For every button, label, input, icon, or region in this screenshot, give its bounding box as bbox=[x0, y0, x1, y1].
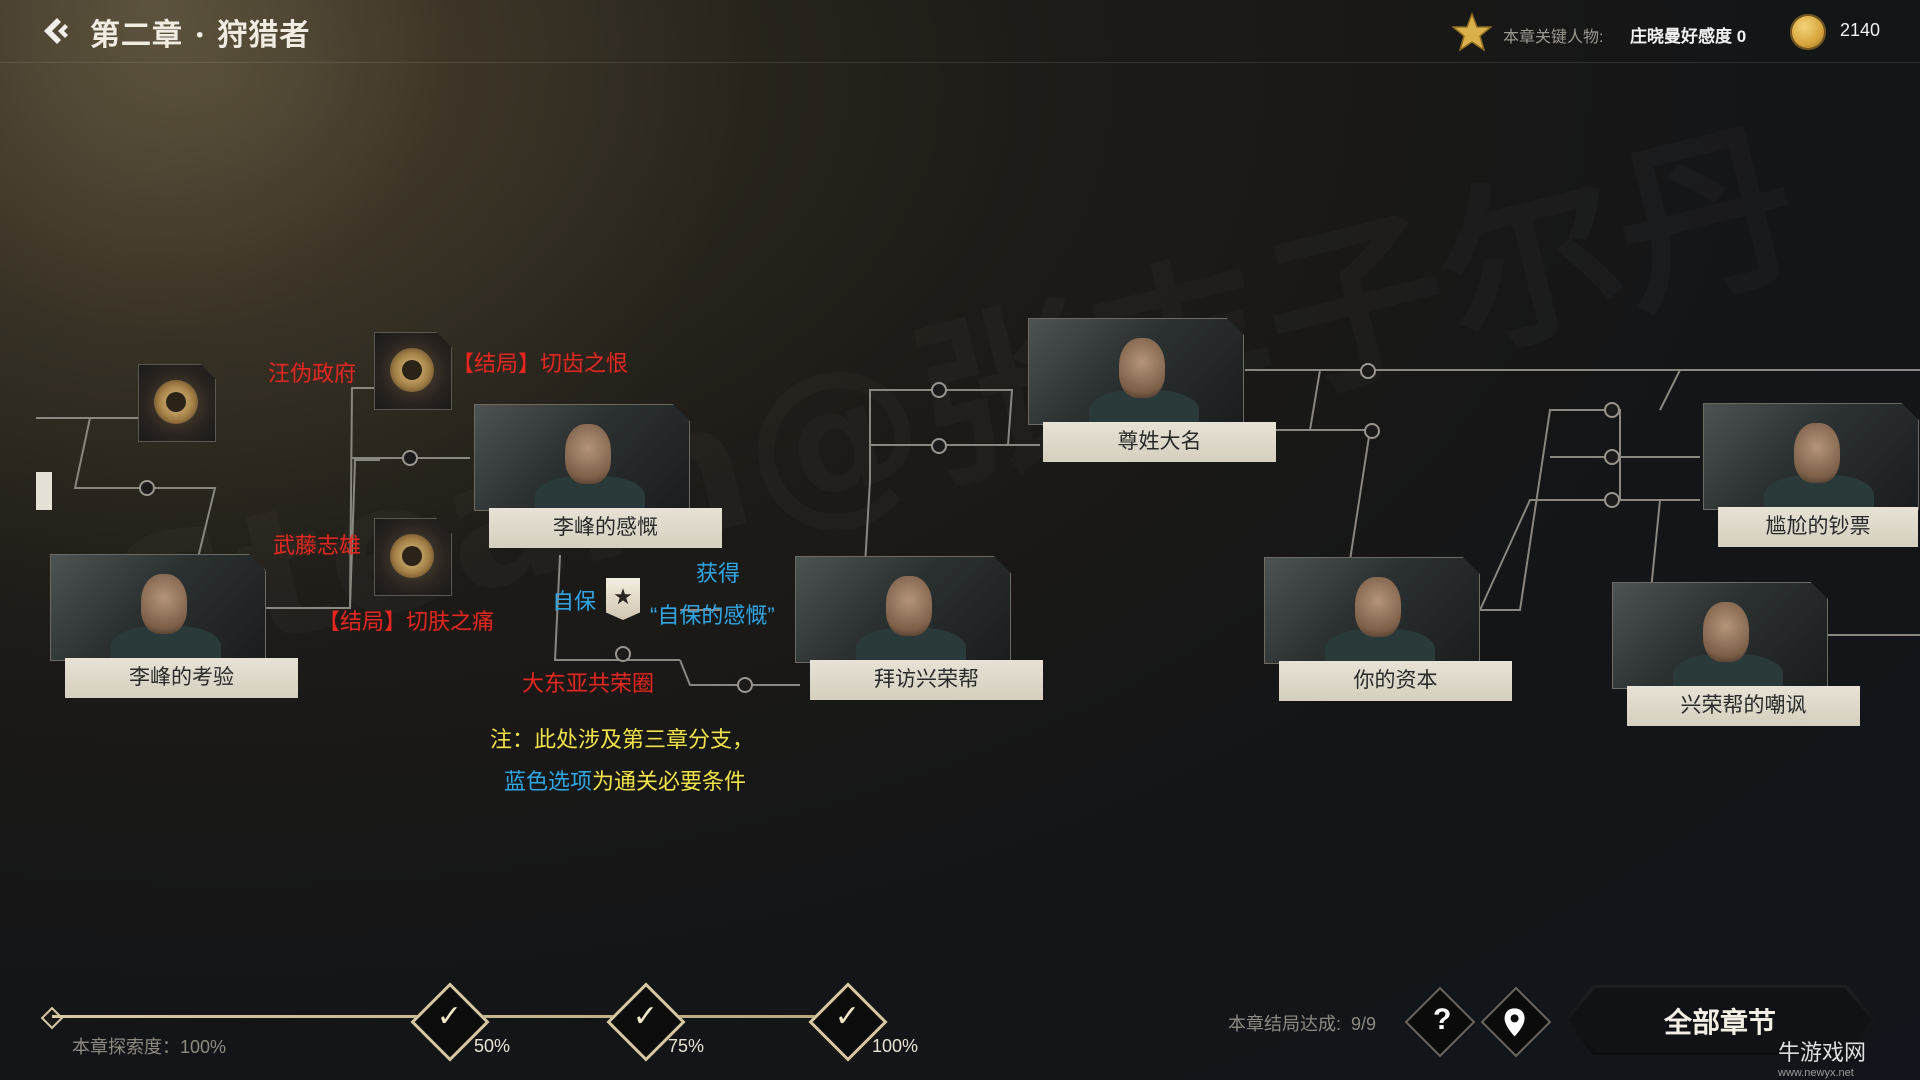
check-icon: ✓ bbox=[436, 999, 462, 1033]
annotation-wuteng: 武藤志雄 bbox=[273, 533, 362, 558]
annotation-ending-1: 【结局】切齿之恨 bbox=[452, 351, 629, 376]
annotation-zibao-ganji: “自保的感慨” bbox=[650, 603, 775, 628]
note-line-1: 注：此处涉及第三章分支， bbox=[490, 727, 755, 752]
site-logo: 牛游戏网 www.newyx.net bbox=[1778, 1035, 1866, 1079]
scene-label: 尴尬的钞票 bbox=[1718, 507, 1918, 547]
scene-label: 兴荣帮的嘲讽 bbox=[1627, 686, 1860, 726]
annotation-dadongya: 大东亚共荣圈 bbox=[522, 671, 655, 696]
scene-label: 你的资本 bbox=[1279, 661, 1512, 701]
star-icon bbox=[1450, 11, 1494, 52]
endings-count: 9/9 bbox=[1351, 1014, 1377, 1034]
coin-count: 2140 bbox=[1840, 20, 1881, 40]
endings-label-text: 本章结局达成: bbox=[1228, 1014, 1342, 1034]
note-line-2: 蓝色选项为通关必要条件 bbox=[504, 764, 746, 796]
site-logo-text: 牛游戏网 bbox=[1778, 1040, 1867, 1065]
all-chapters-button-face bbox=[1568, 988, 1872, 1052]
timeline-start-marker bbox=[36, 472, 52, 510]
annotation-zibao: 自保 bbox=[552, 589, 597, 614]
eagle-emblem-icon bbox=[390, 534, 434, 578]
ending-node-emblem-1[interactable] bbox=[374, 332, 452, 410]
map-pin-icon bbox=[1492, 1001, 1538, 1045]
scene-label: 拜访兴荣帮 bbox=[810, 660, 1043, 700]
back-button[interactable] bbox=[40, 14, 74, 48]
affection-value: 庄晓曼好感度 0 bbox=[1630, 27, 1747, 46]
top-bar bbox=[0, 0, 1920, 63]
note-blue-text: 蓝色选项 bbox=[504, 769, 593, 794]
site-url: www.newyx.net bbox=[1778, 1067, 1854, 1079]
location-button[interactable] bbox=[1480, 986, 1552, 1058]
choice-badge[interactable]: ★ bbox=[606, 578, 640, 620]
milestone-100-label: 100% bbox=[872, 1036, 919, 1056]
scene-thumbnail bbox=[50, 554, 266, 661]
scene-thumbnail bbox=[1612, 582, 1828, 689]
scene-node-ganga[interactable]: 尴尬的钞票 bbox=[1703, 403, 1920, 553]
back-arrow-icon bbox=[44, 18, 68, 44]
key-character-label: 本章关键人物: bbox=[1503, 29, 1604, 46]
check-icon: ✓ bbox=[632, 999, 658, 1033]
scene-label: 李峰的感慨 bbox=[489, 508, 722, 548]
scene-label: 李峰的考验 bbox=[65, 658, 298, 698]
annotation-ending-2: 【结局】切肤之痛 bbox=[318, 609, 495, 634]
eagle-emblem-icon bbox=[154, 380, 198, 424]
check-icon: ✓ bbox=[834, 999, 860, 1033]
annotation-wangwei: 汪伪政府 bbox=[268, 361, 357, 386]
chapter-title: 第二章 · 狩猎者 bbox=[90, 18, 311, 53]
scene-thumbnail bbox=[1264, 557, 1480, 664]
eagle-emblem-icon bbox=[390, 348, 434, 392]
milestone-75-label: 75% bbox=[668, 1036, 705, 1056]
ending-node-emblem-2[interactable] bbox=[374, 518, 452, 596]
note-yellow-text: 为通关必要条件 bbox=[592, 769, 747, 794]
star-badge-icon: ★ bbox=[613, 584, 633, 609]
endings-label: 本章结局达成: 9/9 bbox=[1228, 1010, 1376, 1036]
scene-thumbnail bbox=[474, 404, 690, 511]
faction-emblem-node[interactable] bbox=[138, 364, 216, 442]
scene-thumbnail bbox=[795, 556, 1011, 663]
question-icon: ? bbox=[1432, 1002, 1452, 1036]
scene-thumbnail bbox=[1028, 318, 1244, 425]
scene-thumbnail bbox=[1703, 403, 1919, 510]
annotation-huode: 获得 bbox=[696, 561, 741, 586]
exploration-label: 本章探索度：100% bbox=[72, 1037, 227, 1057]
scene-label: 尊姓大名 bbox=[1043, 422, 1276, 462]
all-chapters-label: 全部章节 bbox=[1663, 1006, 1776, 1039]
coin-icon bbox=[1790, 14, 1826, 50]
all-chapters-button[interactable]: 全部章节 bbox=[1565, 985, 1875, 1055]
milestone-50-label: 50% bbox=[474, 1036, 511, 1056]
